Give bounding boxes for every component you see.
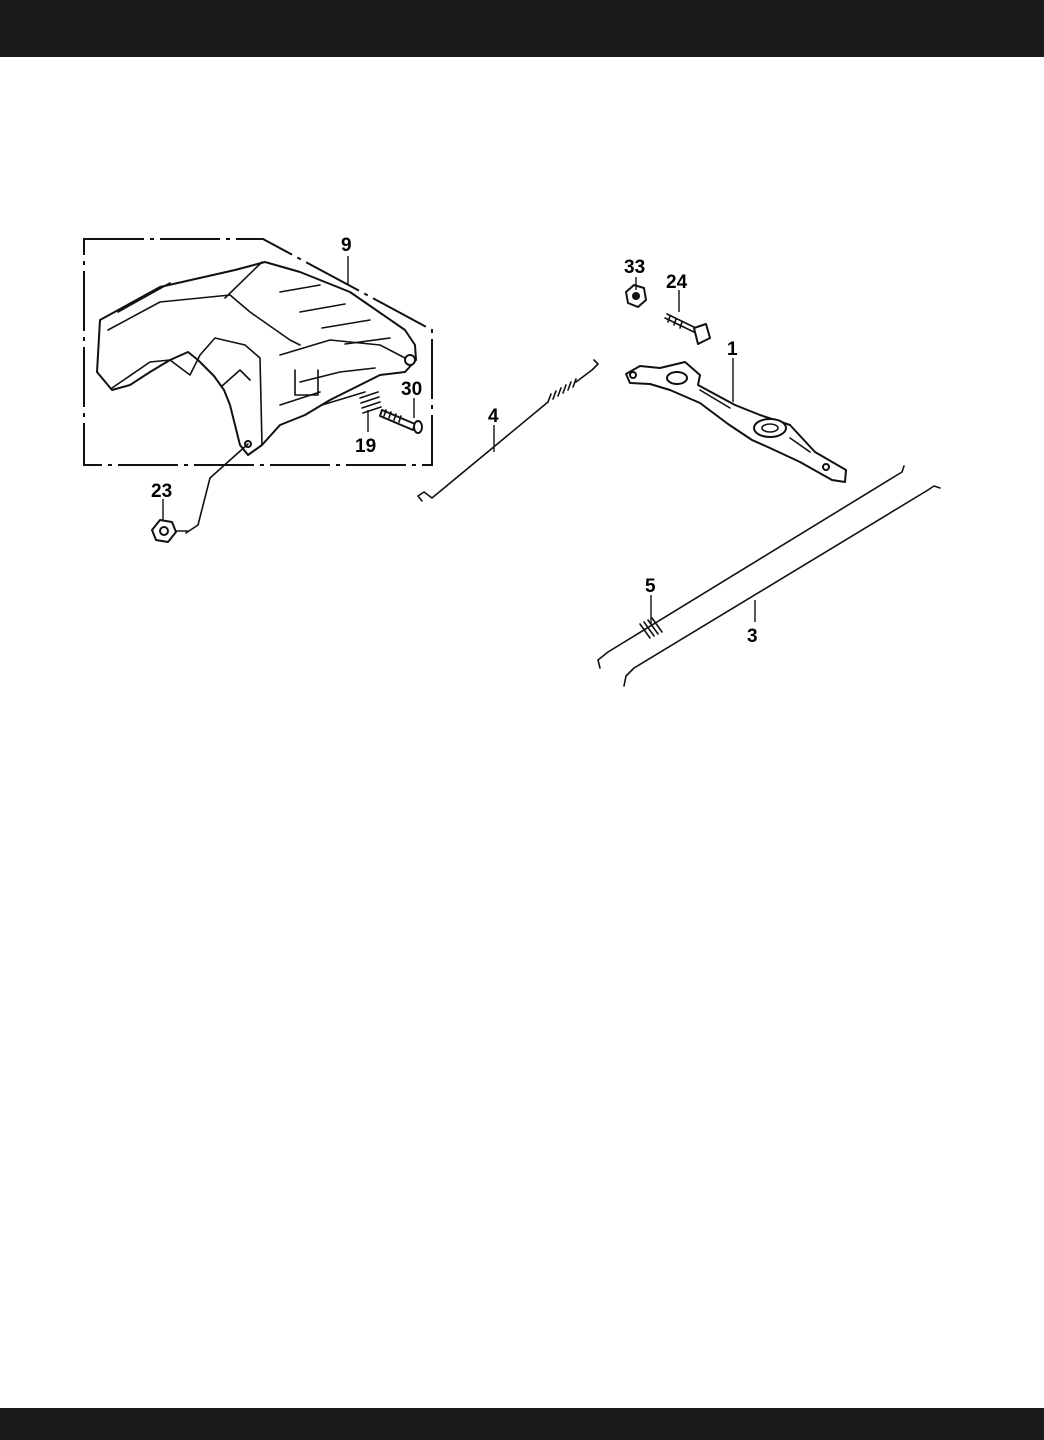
callout-3: 3 bbox=[747, 626, 758, 647]
callout-19: 19 bbox=[355, 436, 376, 457]
control-rod-3-part bbox=[624, 486, 940, 686]
spring-rod-4-part bbox=[418, 360, 598, 501]
callout-4: 4 bbox=[488, 406, 499, 427]
lever-arm-part bbox=[626, 362, 846, 482]
bolt-30-part bbox=[380, 410, 422, 433]
callout-1: 1 bbox=[727, 339, 738, 360]
bolt-24-part bbox=[665, 314, 710, 344]
callout-9: 9 bbox=[341, 235, 352, 256]
spring-19-part bbox=[360, 392, 381, 413]
callout-5: 5 bbox=[645, 576, 656, 597]
callout-33: 33 bbox=[624, 257, 645, 278]
callout-30: 30 bbox=[401, 379, 422, 400]
callout-24: 24 bbox=[666, 272, 688, 293]
callout-23: 23 bbox=[151, 481, 172, 502]
